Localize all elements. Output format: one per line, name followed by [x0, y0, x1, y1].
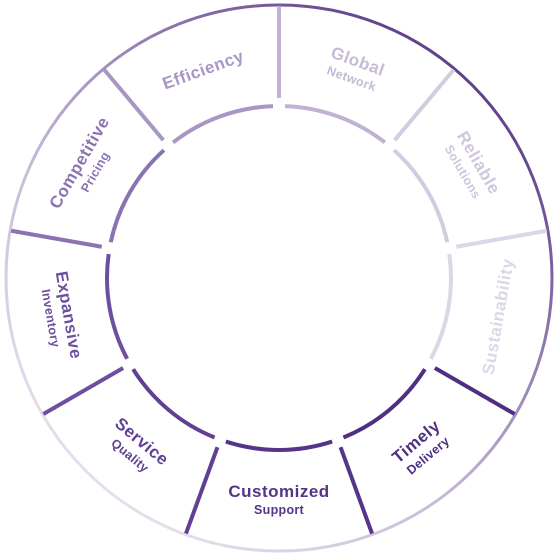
segment-inner-arc — [225, 439, 333, 452]
segment-divider — [338, 446, 374, 535]
segment-inner-arc — [392, 148, 450, 243]
segment-expansive-inventory — [42, 253, 129, 416]
segment-global-network — [277, 6, 387, 145]
segments-layer — [10, 6, 548, 535]
segment-inner-arc — [105, 253, 129, 360]
segment-divider — [10, 228, 103, 249]
segment-title: Customized — [228, 482, 329, 501]
segment-divider — [42, 366, 125, 416]
segment-title: Efficiency — [160, 46, 247, 93]
segment-inner-arc — [171, 104, 274, 145]
segment-reliable-solutions — [392, 68, 456, 243]
label-sustainability: Sustainability — [479, 257, 518, 376]
segment-inner-arc — [284, 104, 387, 145]
segment-divider — [393, 68, 456, 142]
segment-sustainability — [429, 228, 548, 360]
segment-divider — [184, 446, 220, 535]
segment-efficiency — [102, 68, 274, 145]
segment-divider — [455, 228, 548, 249]
segment-title: Sustainability — [479, 257, 518, 376]
segment-divider — [433, 366, 516, 416]
outer-ring — [4, 3, 554, 553]
label-efficiency: Efficiency — [160, 46, 247, 93]
segment-inner-arc — [131, 368, 216, 440]
segment-inner-arc — [108, 148, 166, 243]
segment-inner-arc — [342, 368, 427, 440]
segment-inner-arc — [429, 253, 453, 360]
segment-competitive-pricing — [10, 148, 166, 249]
segment-customized-support — [225, 439, 374, 535]
segment-timely-delivery — [342, 366, 516, 440]
segment-divider — [102, 68, 165, 142]
segment-service-quality — [131, 368, 220, 535]
segment-subtitle: Support — [254, 503, 305, 517]
